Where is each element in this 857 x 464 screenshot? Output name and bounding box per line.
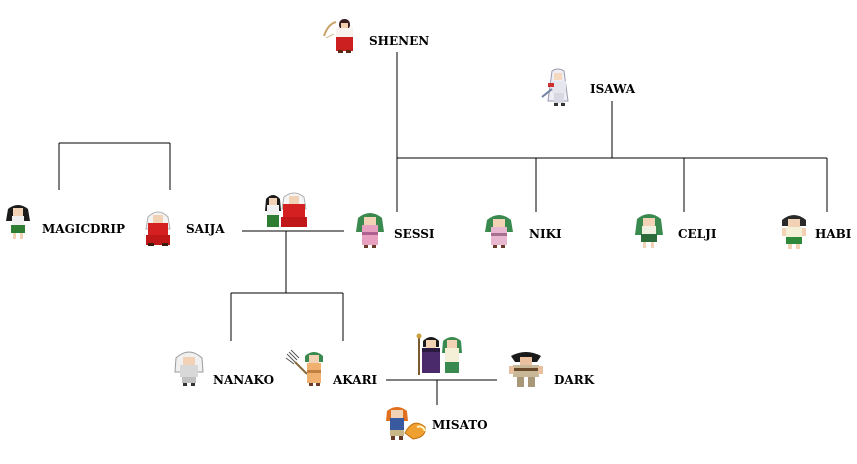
niki-sprite bbox=[485, 215, 513, 248]
shenen-sprite bbox=[323, 19, 353, 53]
member-celji: CELJI bbox=[678, 227, 717, 241]
member-niki: NIKI bbox=[529, 227, 562, 241]
dark-sprite bbox=[509, 352, 543, 387]
member-sessi: SESSI bbox=[394, 227, 435, 241]
misato-sprite bbox=[386, 407, 426, 440]
isawa-sprite bbox=[541, 68, 569, 106]
member-misato: MISATO bbox=[432, 418, 488, 432]
sessi-sprite bbox=[356, 213, 384, 248]
member-dark: DARK bbox=[554, 373, 595, 387]
habi-sprite bbox=[782, 215, 806, 249]
member-nanako: NANAKO bbox=[213, 373, 275, 387]
akari-sprite bbox=[285, 349, 323, 386]
member-saija: SAIJA bbox=[186, 222, 225, 236]
member-habi: HABI bbox=[815, 227, 852, 241]
saija-sprite bbox=[145, 211, 171, 246]
nanako-sprite bbox=[174, 351, 204, 386]
magicdrip-sprite bbox=[6, 205, 30, 239]
member-shenen: SHENEN bbox=[369, 34, 430, 48]
member-magicdrip: MAGICDRIP bbox=[42, 222, 126, 236]
member-akari: AKARI bbox=[333, 373, 378, 387]
member-isawa: ISAWA bbox=[590, 82, 636, 96]
couple-saija-sessi-sprite bbox=[265, 192, 307, 227]
celji-sprite bbox=[635, 214, 663, 248]
couple-akari-dark-sprite bbox=[416, 333, 462, 375]
